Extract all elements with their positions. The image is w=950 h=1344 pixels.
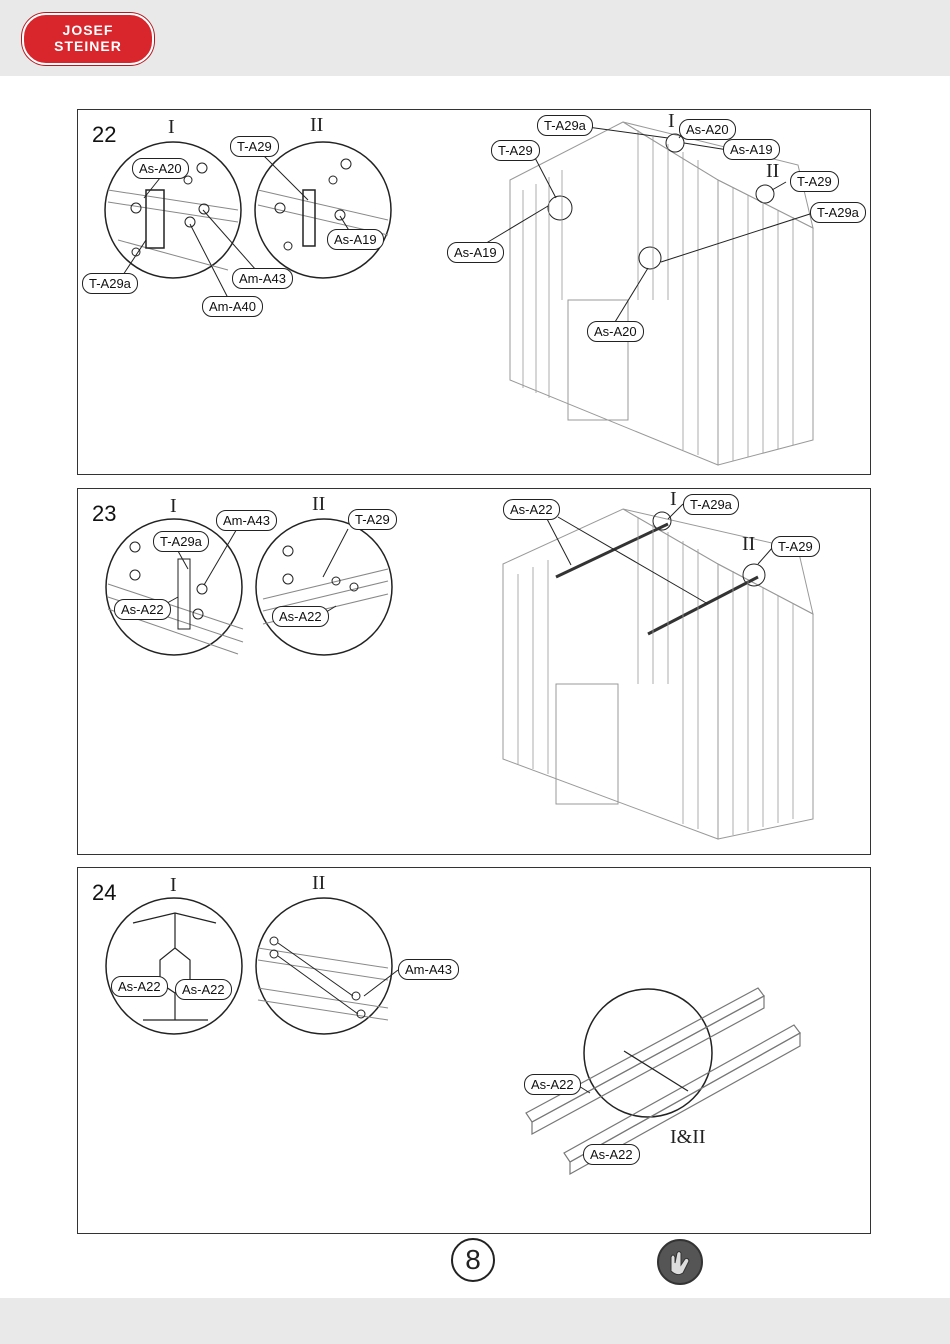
part-label: As-A19	[723, 139, 780, 160]
page-number: 8	[451, 1238, 495, 1282]
part-label: T-A29a	[683, 494, 739, 515]
part-label: T-A29a	[810, 202, 866, 223]
part-label: As-A22	[111, 976, 168, 997]
part-label: Am-A40	[202, 296, 263, 317]
step-number: 24	[92, 880, 116, 906]
part-label: T-A29	[771, 536, 820, 557]
detail-roman-1: I	[170, 874, 177, 897]
part-label: T-A29	[348, 509, 397, 530]
part-label: As-A20	[679, 119, 736, 140]
step-22-illustration	[78, 110, 870, 474]
step-23-panel: 23 I II I II Am-A43 T-A29a As-A22 T-A29 …	[77, 488, 871, 855]
part-label: As-A22	[524, 1074, 581, 1095]
gloves-icon-shape	[659, 1241, 701, 1283]
detail-roman-1: I	[168, 116, 175, 139]
part-label: As-A22	[114, 599, 171, 620]
part-label: As-A20	[132, 158, 189, 179]
step-22-panel: 22 I II I II As-A20 T-A29 T-A29a Am-A43 …	[77, 109, 871, 475]
part-label: T-A29a	[153, 531, 209, 552]
detail-roman-2: II	[312, 493, 325, 516]
part-label: T-A29	[230, 136, 279, 157]
logo-line-2: STEINER	[24, 39, 152, 54]
part-label: Am-A43	[398, 959, 459, 980]
part-label: As-A22	[175, 979, 232, 1000]
detail-roman-2: II	[310, 114, 323, 137]
shed-roman-1: I	[668, 110, 675, 133]
part-label: As-A22	[583, 1144, 640, 1165]
step-24-panel: 24 I II I&II As-A22 As-A22 Am-A43 As-A22…	[77, 867, 871, 1234]
part-label: Am-A43	[232, 268, 293, 289]
gloves-icon	[657, 1239, 703, 1285]
step-number: 22	[92, 122, 116, 148]
part-label: As-A22	[272, 606, 329, 627]
shed-roman-2: II	[766, 160, 779, 183]
part-label: As-A20	[587, 321, 644, 342]
josef-steiner-logo: JOSEF STEINER	[22, 13, 154, 65]
combined-roman: I&II	[670, 1126, 706, 1149]
part-label: As-A19	[327, 229, 384, 250]
part-label: T-A29	[790, 171, 839, 192]
part-label: T-A29a	[82, 273, 138, 294]
part-label: As-A22	[503, 499, 560, 520]
detail-roman-2: II	[312, 872, 325, 895]
detail-roman-1: I	[170, 495, 177, 518]
part-label: T-A29	[491, 140, 540, 161]
part-label: T-A29a	[537, 115, 593, 136]
step-number: 23	[92, 501, 116, 527]
footer-bar	[0, 1298, 950, 1344]
part-label: As-A19	[447, 242, 504, 263]
part-label: Am-A43	[216, 510, 277, 531]
logo-line-1: JOSEF	[24, 23, 152, 38]
step-24-illustration	[78, 868, 870, 1233]
shed-roman-1: I	[670, 488, 677, 511]
shed-roman-2: II	[742, 533, 755, 556]
